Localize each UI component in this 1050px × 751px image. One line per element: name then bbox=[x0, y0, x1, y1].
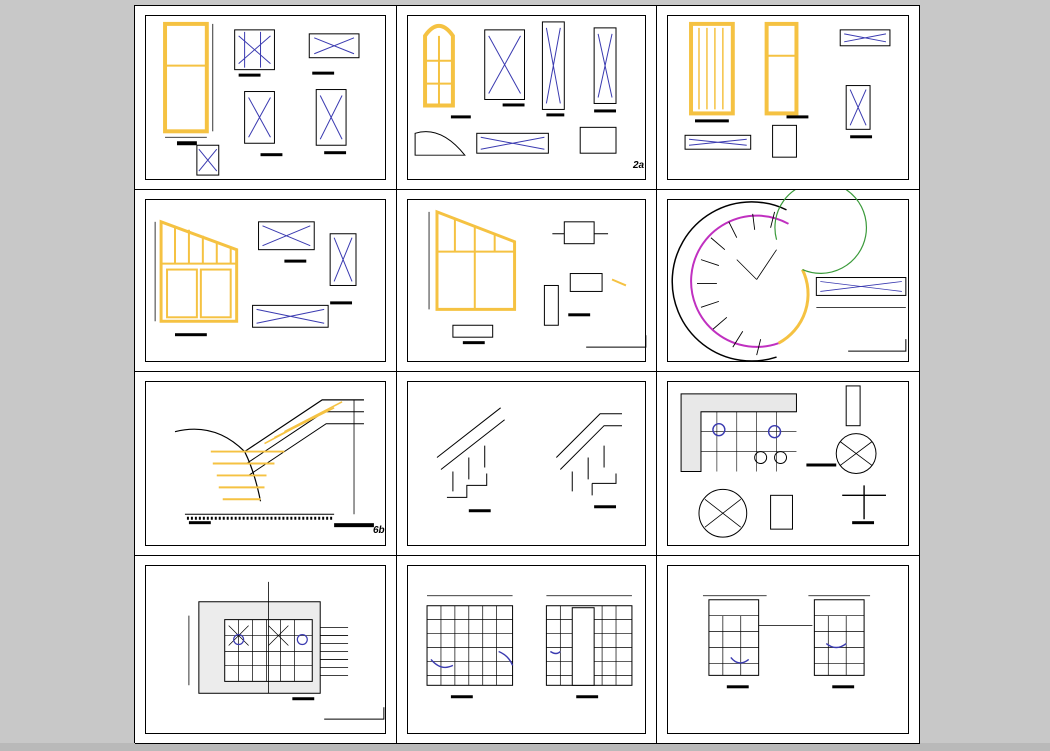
door-panel-details-drawing bbox=[684, 21, 891, 158]
sheet-stair-railing-perspective[interactable]: 6b bbox=[135, 372, 397, 556]
sheet-frame bbox=[667, 199, 909, 362]
window-frame-sections-drawing bbox=[428, 209, 647, 348]
sheet-washbasin-elevations[interactable] bbox=[657, 556, 920, 744]
door-details-drawing bbox=[163, 21, 360, 176]
bathroom-elevations-drawing bbox=[426, 595, 633, 699]
washbasin-elevations-drawing bbox=[702, 595, 871, 689]
sheet-frame bbox=[667, 565, 909, 734]
sheet-wall-anchor-details[interactable] bbox=[657, 372, 920, 556]
bottom-strip bbox=[0, 743, 1050, 751]
sheet-railing-sections[interactable] bbox=[397, 372, 657, 556]
wall-grid-elevation-drawing bbox=[188, 581, 385, 720]
sheet-wall-grid-elevation[interactable] bbox=[135, 556, 397, 744]
sheet-door-details[interactable] bbox=[135, 6, 397, 190]
sheet-window-frame-sections[interactable] bbox=[397, 190, 657, 372]
sheet-window-elevation[interactable] bbox=[135, 190, 397, 372]
door-frame-details-drawing bbox=[414, 21, 617, 156]
sheet-number-label: 6b bbox=[373, 525, 385, 536]
railing-sections-drawing bbox=[436, 407, 622, 513]
sheet-frame bbox=[407, 15, 646, 180]
sheet-bathroom-elevations[interactable] bbox=[397, 556, 657, 744]
sheet-door-frame-details[interactable]: 2a bbox=[397, 6, 657, 190]
sheet-frame bbox=[407, 565, 646, 734]
sheet-number-label: 2a bbox=[633, 160, 645, 171]
stair-railing-perspective-drawing bbox=[174, 399, 374, 528]
spiral-stair-plan-drawing bbox=[671, 190, 907, 362]
window-elevation-drawing bbox=[154, 219, 357, 337]
sheet-spiral-stair-plan[interactable] bbox=[657, 190, 920, 372]
wall-anchor-details-drawing bbox=[680, 385, 886, 538]
sheet-door-panel-details[interactable] bbox=[657, 6, 920, 190]
sheet-frame bbox=[407, 199, 646, 362]
sheet-frame bbox=[407, 381, 646, 546]
